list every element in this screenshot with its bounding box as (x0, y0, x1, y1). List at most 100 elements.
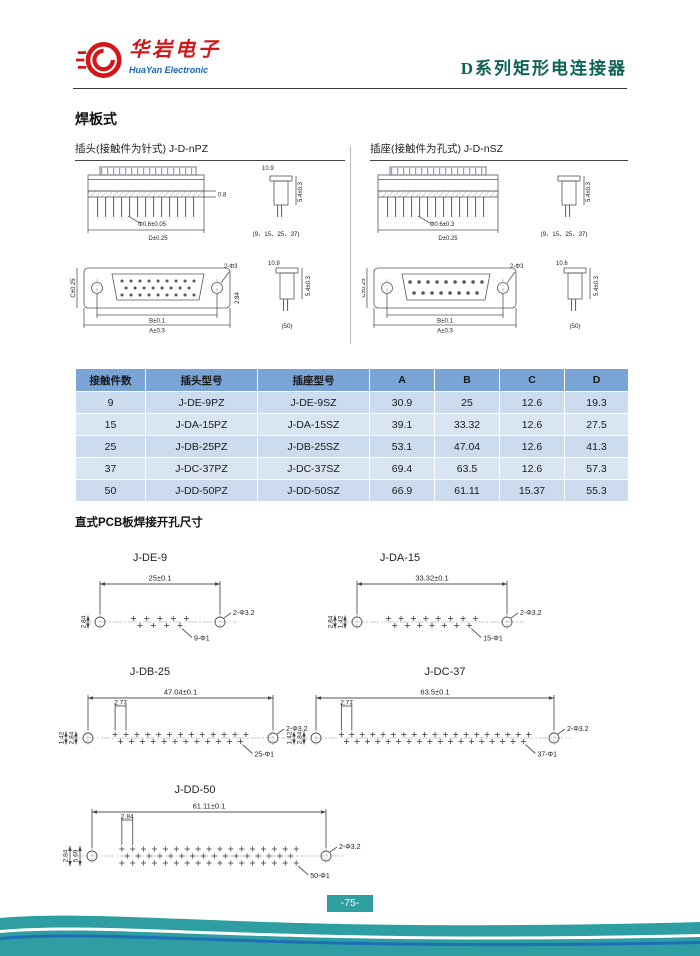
page-number: -75- (327, 895, 373, 912)
table-cell: 69.4 (369, 457, 435, 480)
table-cell: 12.6 (499, 457, 565, 480)
dim-label: 2.84 (297, 731, 304, 744)
column-header: B (434, 368, 500, 392)
dim-label: D±0.25 (148, 236, 168, 242)
table-cell: 30.9 (369, 391, 435, 414)
table-cell: J-DA-15PZ (145, 413, 258, 436)
table-cell: J-DB-25SZ (257, 435, 370, 458)
dim-label: 0.8 (218, 193, 227, 199)
table-cell: 12.6 (499, 435, 565, 458)
table-cell: J-DE-9SZ (257, 391, 370, 414)
pcb-drawing-j-da-15: 33.32±0.1 1.422.84 2-Φ3.2 15-Φ1 (328, 574, 542, 643)
dim-label: C±0.25 (71, 278, 77, 298)
section-title-pcb: 直式PCB板焊接开孔尺寸 (75, 517, 203, 529)
dim-label: 47.04±0.1 (164, 688, 197, 697)
dim-label: 63.5±0.1 (420, 688, 449, 697)
doc-title: D系列矩形电连接器 (460, 59, 627, 78)
column-header: 插座型号 (257, 368, 370, 392)
dim-label: 2.84 (328, 615, 335, 628)
socket-drawing-label: 插座(接触件为孔式) J-D-nSZ (370, 141, 628, 161)
table-cell: 63.5 (434, 457, 500, 480)
pcb-drawing-j-db-25: 47.04±0.12.772.841.422-Φ3.225-Φ1 (59, 688, 308, 759)
table-cell: 37 (75, 457, 146, 480)
table-cell: 27.5 (564, 413, 629, 436)
table-cell: J-DE-9PZ (145, 391, 258, 414)
dim-label: 10.9 (268, 261, 280, 267)
dim-label: 25±0.1 (149, 574, 172, 583)
dim-label: 5.4±0.3 (594, 275, 600, 296)
logo-name-en: HuaYan Electronic (129, 65, 209, 75)
plug-technical-drawing: 0.8 Φ0.6±0.05 D±0.25 10.9 5.4±0.3 (9、15、… (71, 166, 312, 335)
column-header: A (369, 368, 435, 392)
table-cell: 12.6 (499, 413, 565, 436)
dim-label: D±0.25 (438, 236, 458, 242)
dim-label: A±0.3 (149, 329, 165, 335)
pcb-drawing-j-dd-50: 61.11±0.12.845.692.842-Φ3.250-Φ1 (63, 802, 361, 881)
table-cell: J-DA-15SZ (257, 413, 370, 436)
dim-label: 2-Φ3 (510, 264, 524, 270)
table-cell: 33.32 (434, 413, 500, 436)
pcb-title-j-de-9: J-DE-9 (132, 552, 168, 564)
dim-label: (50) (281, 323, 292, 330)
footer-swoosh (0, 915, 700, 956)
socket-technical-drawing: Φ0.6±0.3 D±0.25 5.4±0.3 (9、15、25、37) C±0… (362, 166, 600, 335)
dim-label: 2.84 (235, 292, 241, 304)
dim-label: 10.9 (262, 166, 274, 172)
table-cell: J-DD-50SZ (257, 479, 370, 502)
table-cell: J-DC-37SZ (257, 457, 370, 480)
pcb-title-j-da-15: J-DA-15 (379, 552, 421, 564)
logo-text: 华岩电子 HuaYan Electronic (129, 37, 221, 75)
header-divider (73, 88, 627, 89)
dim-label: 2-Φ3.2 (567, 726, 589, 733)
table-cell: 25 (434, 391, 500, 414)
pcb-drawing-j-dc-37: 63.5±0.1 2.77 2.841.42 2-Φ3.2 37-Φ1 (287, 688, 589, 759)
dim-label: 2-Φ3.2 (233, 610, 255, 617)
dim-label: 50-Φ1 (310, 873, 330, 880)
dim-label: 2-Φ3.2 (520, 610, 542, 617)
dim-label: 1.42 (59, 731, 66, 744)
dim-label: B±0.1 (437, 319, 453, 325)
dim-label: C±0.25 (362, 278, 367, 298)
table-cell: J-DB-25PZ (145, 435, 258, 458)
table-cell: J-DC-37PZ (145, 457, 258, 480)
table-cell: 41.3 (564, 435, 629, 458)
dim-label: 15-Φ1 (483, 636, 503, 643)
dim-label: (9、15、25、37) (253, 231, 300, 238)
dim-label: 33.32±0.1 (415, 574, 448, 583)
column-header: C (499, 368, 565, 392)
section-title-solder: 焊板式 (75, 111, 117, 127)
dim-label: 2.84 (121, 814, 134, 821)
column-header: D (564, 368, 629, 392)
dim-label: A±0.3 (437, 329, 453, 335)
dim-label: 5.4±0.3 (306, 275, 312, 296)
dim-label: 1.42 (338, 615, 345, 628)
dim-label: 2-Φ3 (224, 264, 238, 270)
logo-icon (76, 42, 122, 78)
dim-label: B±0.1 (149, 319, 165, 325)
table-cell: 47.04 (434, 435, 500, 458)
dim-label: Φ0.6±0.05 (138, 222, 167, 228)
table-cell: 61.11 (434, 479, 500, 502)
pcb-title-j-db-25: J-DB-25 (129, 666, 171, 678)
dim-label: 5.4±0.3 (298, 181, 304, 202)
dim-label: 1.42 (287, 731, 294, 744)
dim-label: 2.77 (340, 700, 353, 707)
column-divider (350, 146, 351, 344)
table-cell: 15.37 (499, 479, 565, 502)
dim-label: (9、15、25、37) (541, 231, 588, 238)
dim-label: 10.6 (556, 261, 568, 267)
dim-label: 25-Φ1 (254, 752, 274, 759)
table-cell: 25 (75, 435, 146, 458)
dim-label: 37-Φ1 (537, 752, 557, 759)
table-cell: 39.1 (369, 413, 435, 436)
table-cell: 57.3 (564, 457, 629, 480)
column-header: 插头型号 (145, 368, 258, 392)
table-cell: 9 (75, 391, 146, 414)
dim-label: 2.84 (69, 731, 76, 744)
logo-name-cn: 华岩电子 (129, 39, 221, 61)
dim-label: 9-Φ1 (194, 636, 210, 643)
